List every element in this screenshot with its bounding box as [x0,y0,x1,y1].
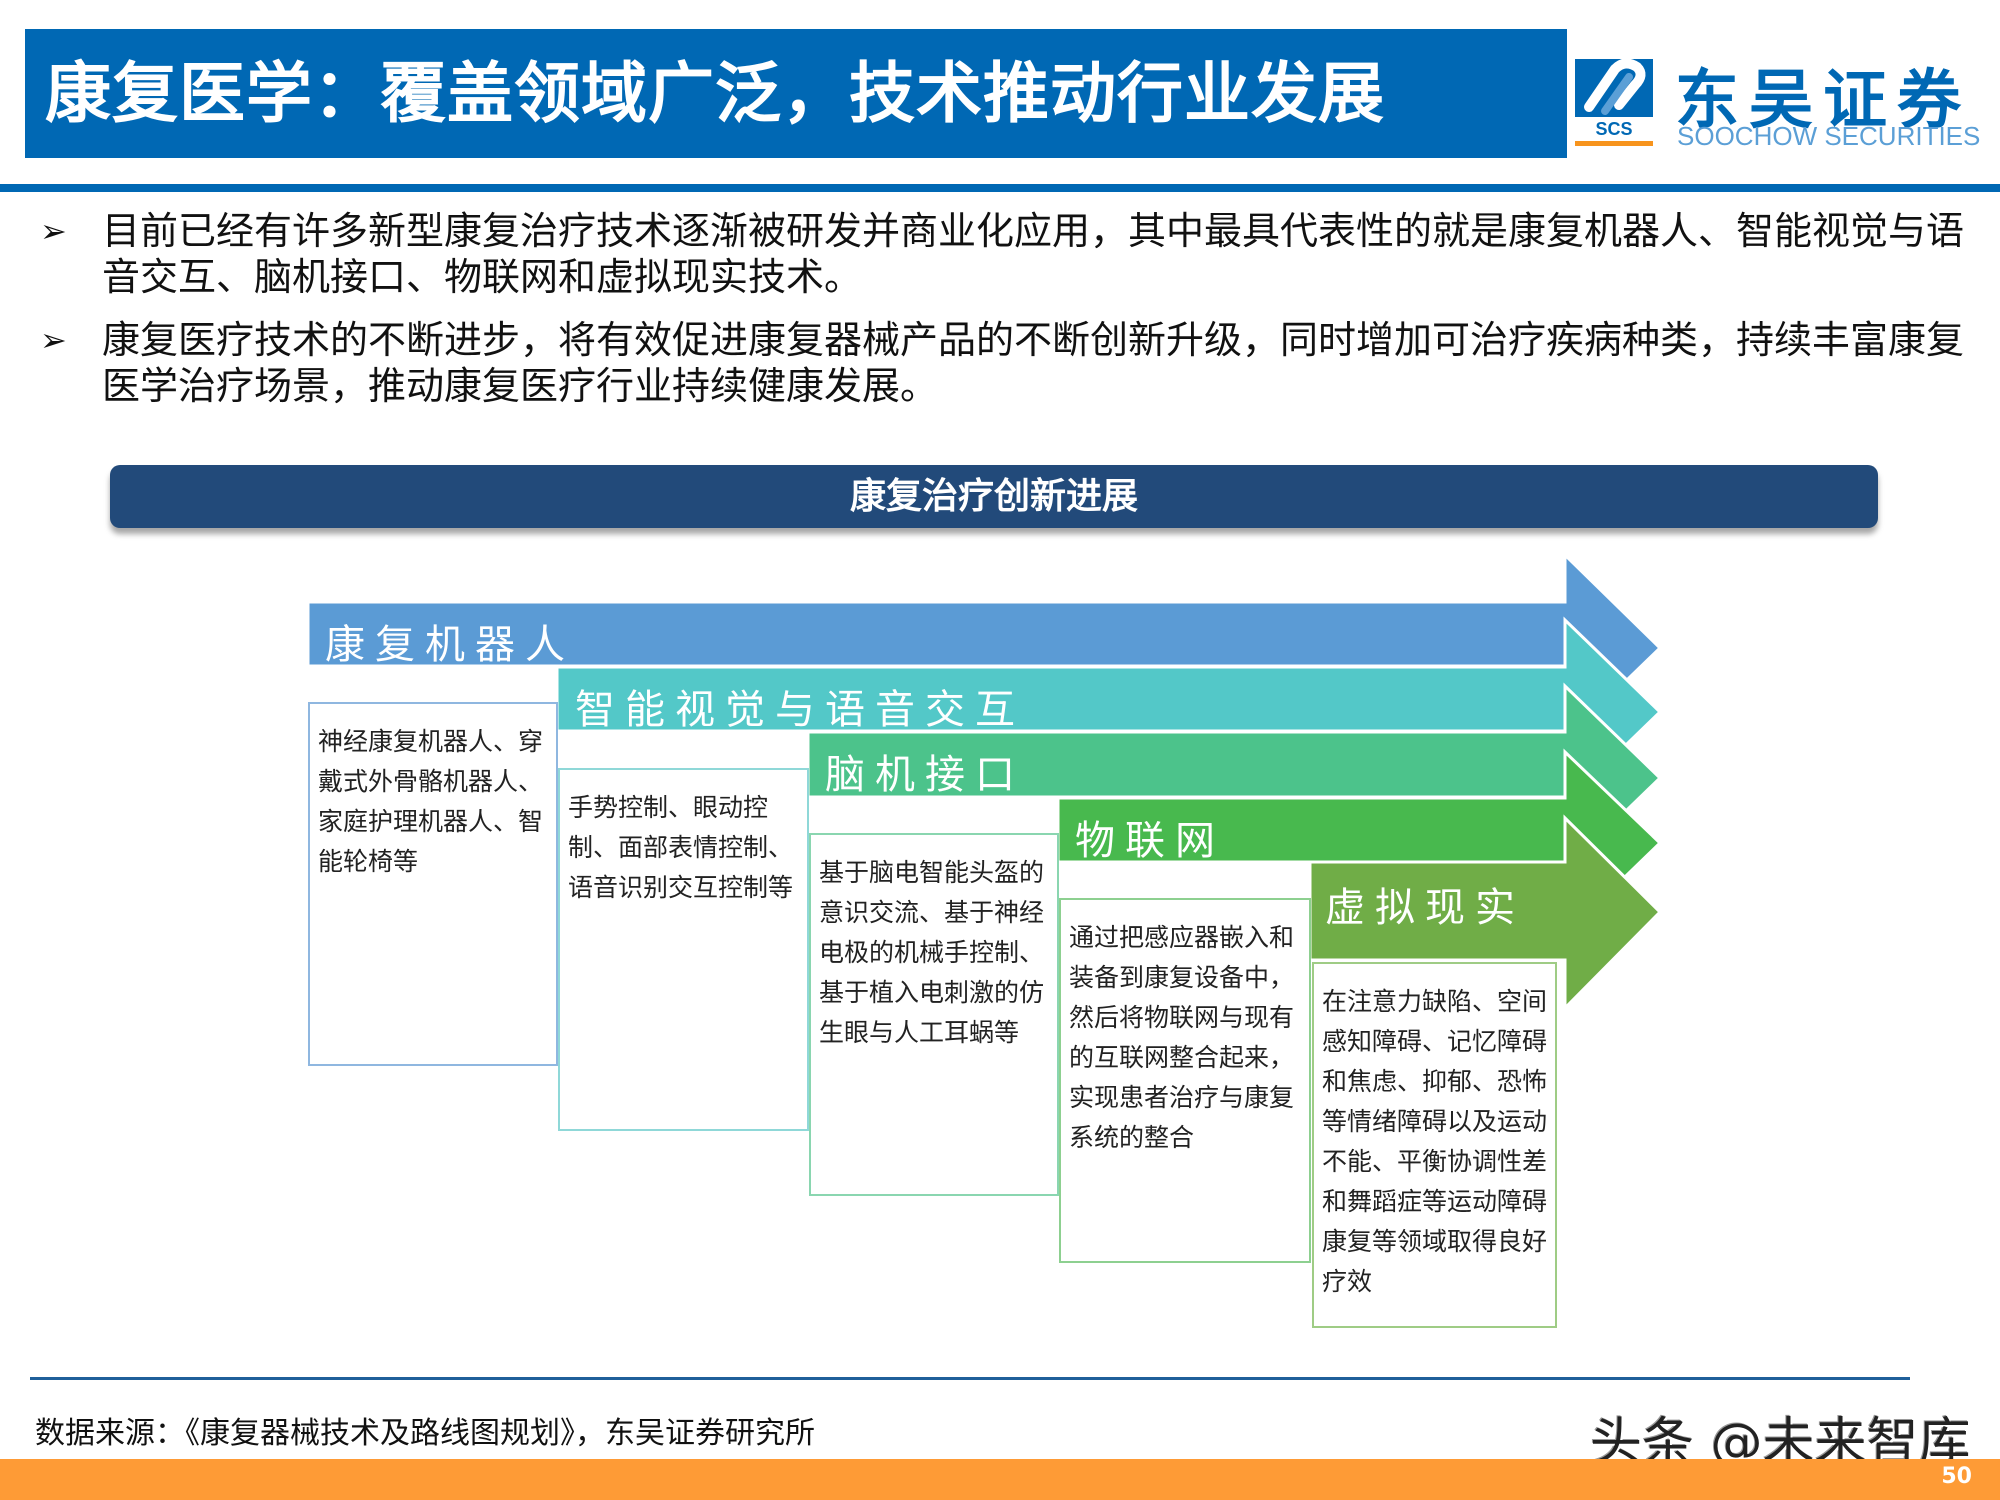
stage-description-vr: 在注意力缺陷、空间感知障碍、记忆障碍和焦虑、抑郁、恐怖等情绪障碍以及运动不能、平… [1312,962,1557,1328]
description-text: 基于脑电智能头盔的意识交流、基于神经电极的机械手控制、基于植入电刺激的仿生眼与人… [819,858,1045,1047]
stage-label-bci: 脑机接口 [825,752,1025,798]
stage-label-vr: 虚拟现实 [1325,885,1525,931]
description-text: 通过把感应器嵌入和装备到康复设备中，然后将物联网与现有的互联网整合起来，实现患者… [1069,923,1295,1152]
arrow-bullet-icon: ➢ [40,321,67,359]
page-title: 康复医学：覆盖领域广泛，技术推动行业发展 [45,55,1385,132]
svg-text:SCS: SCS [1595,119,1632,139]
diagram-title-banner: 康复治疗创新进展 [110,465,1878,528]
data-source: 数据来源：《康复器械技术及路线图规划》，东吴证券研究所 [35,1416,815,1451]
page-number: 50 [1941,1464,1972,1489]
description-text: 在注意力缺陷、空间感知障碍、记忆障碍和焦虑、抑郁、恐怖等情绪障碍以及运动不能、平… [1322,987,1548,1296]
logo-name-cn: 东吴证券 [1675,64,1971,138]
company-logo: SCS 东吴证券 SOOCHOW SECURITIES [1575,55,1980,155]
bullet-text: 目前已经有许多新型康复治疗技术逐渐被研发并商业化应用，其中最具代表性的就是康复机… [102,209,1965,299]
stage-description-iot: 通过把感应器嵌入和装备到康复设备中，然后将物联网与现有的互联网整合起来，实现患者… [1059,898,1311,1263]
footer-divider [30,1377,1910,1380]
stage-description-vision-voice: 手势控制、眼动控制、面部表情控制、语音识别交互控制等 [558,768,809,1131]
scs-logo-icon: SCS [1575,58,1653,146]
bullet-text: 康复医疗技术的不断进步，将有效促进康复器械产品的不断创新升级，同时增加可治疗疾病… [102,318,1965,408]
arrow-shape-5 [1308,814,1663,1012]
diagram-title: 康复治疗创新进展 [849,476,1138,517]
description-text: 手势控制、眼动控制、面部表情控制、语音识别交互控制等 [568,793,794,902]
stage-label-iot: 物联网 [1075,818,1225,864]
stage-label-rehab-robot: 康复机器人 [325,622,575,668]
stage-label-vision-voice: 智能视觉与语音交互 [575,687,1025,733]
description-text: 神经康复机器人、穿戴式外骨骼机器人、家庭护理机器人、智能轮椅等 [318,727,544,876]
bullet-item: ➢ 康复医疗技术的不断进步，将有效促进康复器械产品的不断创新升级，同时增加可治疗… [40,317,1980,409]
title-bar [25,29,1567,158]
stage-description-rehab-robot: 神经康复机器人、穿戴式外骨骼机器人、家庭护理机器人、智能轮椅等 [308,702,558,1066]
bullet-item: ➢ 目前已经有许多新型康复治疗技术逐渐被研发并商业化应用，其中最具代表性的就是康… [40,208,1980,300]
arrow-bullet-icon: ➢ [40,212,67,250]
footer-band [0,1459,2000,1500]
header-divider [0,184,2000,192]
stage-description-bci: 基于脑电智能头盔的意识交流、基于神经电极的机械手控制、基于植入电刺激的仿生眼与人… [809,833,1059,1196]
logo-name-en: SOOCHOW SECURITIES [1677,121,1981,151]
